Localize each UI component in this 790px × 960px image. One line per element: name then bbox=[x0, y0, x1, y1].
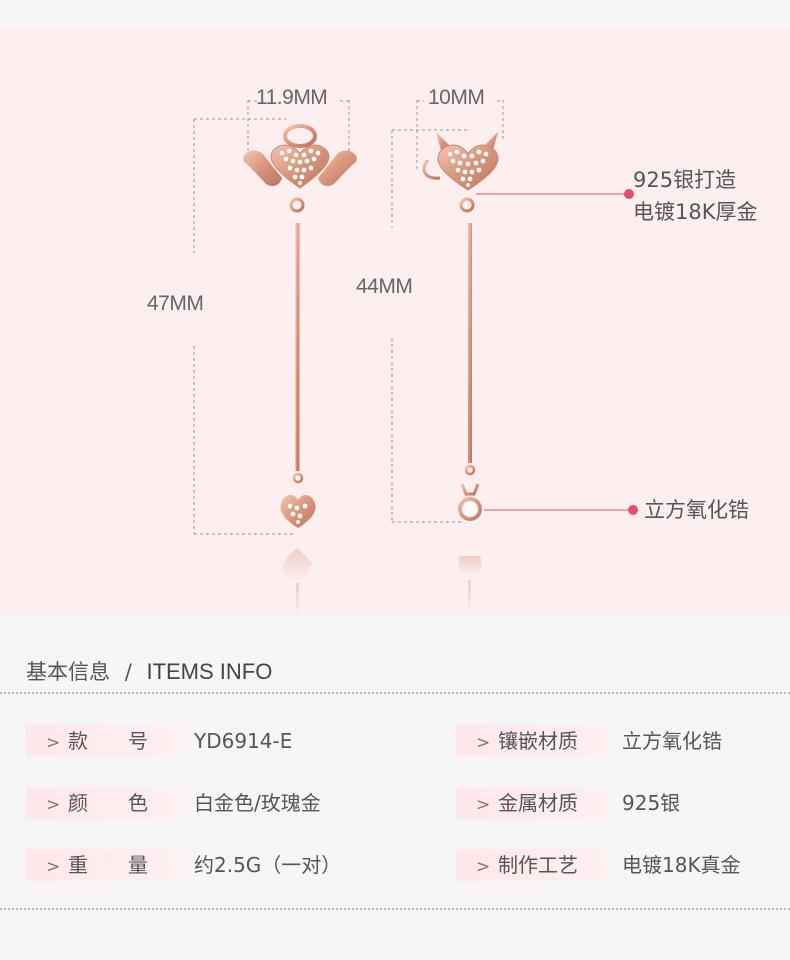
label-craft: >制作工艺 bbox=[456, 849, 608, 881]
chevron-right-icon: > bbox=[476, 795, 491, 815]
callout-leaders bbox=[476, 189, 638, 515]
devil-dimension-lines bbox=[391, 100, 504, 523]
section-title-cn: 基本信息 bbox=[26, 660, 110, 684]
stone-callout: 立方氧化锆 bbox=[644, 498, 749, 522]
value-craft: 电镀18K真金 bbox=[622, 853, 741, 877]
angel-length-label: 47MM bbox=[147, 292, 204, 315]
value-weight: 约2.5G（一对） bbox=[194, 853, 342, 877]
value-inlay-material: 立方氧化锆 bbox=[622, 729, 722, 753]
chevron-right-icon: > bbox=[476, 857, 491, 877]
material-callout-line2: 电镀18K厚金 bbox=[633, 200, 758, 224]
divider-bottom bbox=[0, 908, 790, 910]
label-metal-material: >金属材质 bbox=[456, 787, 608, 819]
label-color: >颜 色 bbox=[26, 787, 178, 819]
devil-width-label: 10MM bbox=[428, 86, 485, 109]
section-title: 基本信息 / ITEMS INFO bbox=[26, 656, 272, 686]
value-metal-material: 925银 bbox=[622, 791, 681, 815]
label-weight: >重 量 bbox=[26, 849, 178, 881]
product-hero: 11.9MM 10MM 47MM 44MM 925银打造 电镀18K厚金 立方氧… bbox=[0, 28, 790, 616]
label-inlay-material: >镶嵌材质 bbox=[456, 725, 608, 757]
section-title-separator: / bbox=[124, 660, 132, 684]
chevron-right-icon: > bbox=[46, 733, 61, 753]
material-callout: 925银打造 电镀18K厚金 bbox=[633, 164, 758, 228]
section-title-en: ITEMS INFO bbox=[146, 659, 273, 684]
angel-earring bbox=[243, 124, 357, 616]
chevron-right-icon: > bbox=[476, 733, 491, 753]
chevron-right-icon: > bbox=[46, 795, 61, 815]
material-callout-line1: 925银打造 bbox=[633, 168, 737, 192]
divider-top bbox=[0, 692, 790, 694]
devil-length-label: 44MM bbox=[356, 275, 413, 298]
value-color: 白金色/玫瑰金 bbox=[194, 791, 321, 815]
angel-width-label: 11.9MM bbox=[256, 86, 328, 109]
label-style-number: >款 号 bbox=[26, 725, 178, 757]
angel-dimension-lines bbox=[193, 100, 350, 535]
value-style-number: YD6914-E bbox=[194, 729, 293, 753]
devil-earring bbox=[422, 132, 499, 616]
earrings-illustration bbox=[193, 100, 638, 616]
chevron-right-icon: > bbox=[46, 857, 61, 877]
